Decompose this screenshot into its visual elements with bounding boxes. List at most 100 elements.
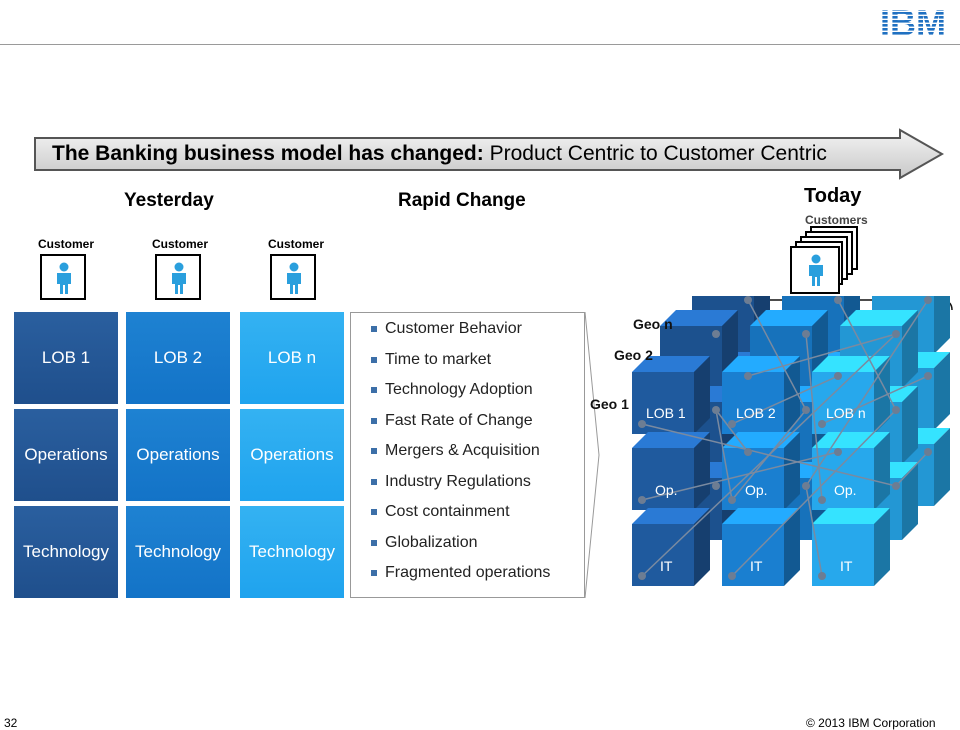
operations-cell-n: Operations — [240, 409, 344, 501]
network-link — [641, 423, 897, 487]
today-lob-label-2: LOB 2 — [736, 405, 776, 421]
geo-label-n: Geo n — [633, 316, 673, 332]
network-node — [892, 406, 900, 414]
rapid-change-arrowhead — [584, 311, 605, 603]
network-node — [834, 296, 842, 304]
operations-cell-1: Operations — [14, 409, 118, 501]
today-it-label-2: IT — [750, 558, 763, 574]
network-link — [805, 485, 823, 577]
network-node — [712, 482, 720, 490]
rapid-change-list: Customer Behavior Time to market Technol… — [371, 317, 550, 592]
network-node — [924, 448, 932, 456]
customer-label-1: Customer — [38, 237, 95, 251]
customer-front-card — [790, 246, 840, 294]
network-node — [638, 496, 646, 504]
network-node — [892, 482, 900, 490]
network-link — [747, 333, 897, 377]
network-link — [747, 299, 807, 411]
customer-box-1 — [40, 254, 86, 300]
network-node — [638, 420, 646, 428]
cube-network — [638, 296, 932, 580]
network-node — [712, 406, 720, 414]
network-node — [924, 296, 932, 304]
network-link — [837, 299, 897, 411]
rapid-change-item: Cost containment — [371, 500, 550, 531]
rapid-change-item: Customer Behavior — [371, 317, 550, 348]
lob-cell-2: LOB 2 — [126, 312, 230, 404]
geo-label-2: Geo 2 — [614, 347, 653, 363]
network-link — [731, 409, 897, 577]
today-lob-label-1: LOB 1 — [646, 405, 686, 421]
network-node — [802, 482, 810, 490]
lob-cell-n: LOB n — [240, 312, 344, 404]
cube — [722, 356, 800, 434]
customer-box-3 — [270, 254, 316, 300]
network-node — [834, 372, 842, 380]
rapid-change-item: Fast Rate of Change — [371, 409, 550, 440]
rapid-change-box: Customer Behavior Time to market Technol… — [350, 312, 585, 598]
today-op-label-n: Op. — [834, 482, 857, 498]
network-node — [744, 296, 752, 304]
network-node — [638, 572, 646, 580]
today-lob-label-n: LOB n — [826, 405, 866, 421]
network-node — [818, 572, 826, 580]
network-node — [802, 406, 810, 414]
page-number: 32 — [4, 716, 18, 730]
network-node — [802, 330, 810, 338]
network-link — [805, 333, 823, 501]
network-link — [821, 375, 929, 425]
technology-cell-1: Technology — [14, 506, 118, 598]
person-icon — [172, 262, 186, 294]
network-link — [895, 451, 929, 487]
heading-yesterday: Yesterday — [124, 190, 214, 211]
ibm-logo: IBM — [868, 2, 958, 43]
network-node — [728, 420, 736, 428]
network-node — [712, 330, 720, 338]
customer-box-2 — [155, 254, 201, 300]
heading-today: Today — [804, 185, 862, 207]
slide-title-bold: The Banking business model has changed: — [52, 142, 484, 165]
today-op-label-1: Op. — [655, 482, 678, 498]
today-it-label-1: IT — [660, 558, 673, 574]
today-op-label-2: Op. — [745, 482, 768, 498]
network-node — [744, 372, 752, 380]
network-link — [641, 451, 839, 501]
person-icon — [57, 262, 71, 294]
network-node — [892, 330, 900, 338]
network-node — [744, 448, 752, 456]
person-icon — [809, 254, 823, 286]
network-node — [818, 496, 826, 504]
lob-cell-1: LOB 1 — [14, 312, 118, 404]
cube-matrix — [600, 276, 960, 600]
header-divider — [0, 44, 960, 45]
network-node — [728, 572, 736, 580]
technology-cell-2: Technology — [126, 506, 230, 598]
rapid-change-item: Industry Regulations — [371, 470, 550, 501]
geo-label-1: Geo 1 — [590, 396, 629, 412]
rapid-change-item: Technology Adoption — [371, 378, 550, 409]
title-arrow — [30, 128, 945, 180]
cube — [632, 508, 710, 586]
customers-label: Customers — [805, 213, 868, 227]
operations-cell-2: Operations — [126, 409, 230, 501]
heading-rapid-change: Rapid Change — [398, 190, 526, 211]
rapid-change-item: Mergers & Acquisition — [371, 439, 550, 470]
rapid-change-item: Globalization — [371, 531, 550, 562]
ibm-logo-text: IBM — [880, 4, 946, 40]
slide-title-rest: Product Centric to Customer Centric — [483, 142, 827, 165]
technology-cell-n: Technology — [240, 506, 344, 598]
network-link — [715, 409, 733, 501]
network-node — [818, 420, 826, 428]
network-link — [715, 409, 749, 453]
rapid-change-item: Time to market — [371, 348, 550, 379]
cube — [632, 432, 710, 510]
customer-label-2: Customer — [152, 237, 209, 251]
person-icon — [287, 262, 301, 294]
copyright: © 2013 IBM Corporation — [806, 716, 936, 730]
today-it-label-n: IT — [840, 558, 853, 574]
rapid-change-item: Fragmented operations — [371, 561, 550, 592]
network-link — [731, 375, 839, 425]
network-node — [834, 448, 842, 456]
network-node — [728, 496, 736, 504]
slide-title: The Banking business model has changed: … — [52, 142, 827, 166]
